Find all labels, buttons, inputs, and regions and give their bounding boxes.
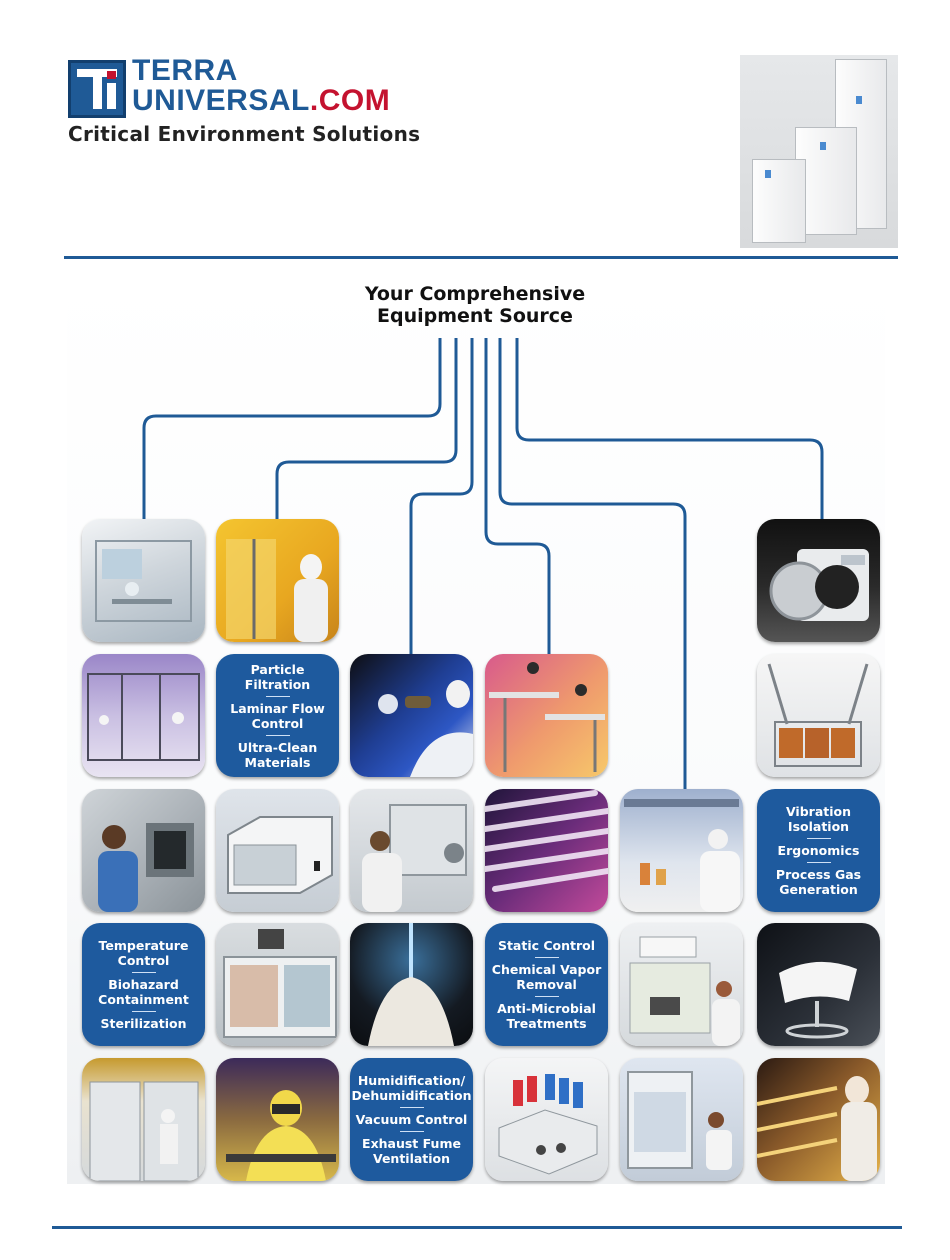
category-item: Temperature Control <box>98 938 189 968</box>
fume-hood-scientist-photo <box>620 789 743 912</box>
sterilizer-autoclave-photo <box>757 519 880 642</box>
category-item: Particle Filtration <box>244 661 311 692</box>
wire-rack-cart-photo <box>757 654 880 777</box>
vacuum-chamber-photo <box>350 923 473 1046</box>
category-separator <box>265 734 290 736</box>
desiccator-cabinet-photo <box>216 789 339 912</box>
category-item: Ergonomics <box>777 843 860 858</box>
cleanroom-door-technician-photo <box>216 519 339 642</box>
category-separator <box>265 695 290 697</box>
passthrough-technician-photo <box>82 789 205 912</box>
laminar-hood-workers-photo <box>620 1058 743 1181</box>
ti-logo-mark-icon <box>68 60 126 118</box>
cleanroom-corridor-photo <box>82 1058 205 1181</box>
category-separator <box>131 1011 156 1012</box>
connector-line <box>484 338 551 655</box>
lab-workstation-photo <box>485 654 608 777</box>
category-tile-static: Static Control Chemical Vapor Removal An… <box>485 923 608 1046</box>
category-item: Anti-Microbial Treatments <box>497 1001 596 1031</box>
glovebox-technician-photo <box>350 654 473 777</box>
category-separator <box>399 1131 424 1132</box>
category-item: Static Control <box>497 938 596 953</box>
category-item: Vacuum Control <box>355 1112 468 1127</box>
connector-line <box>515 338 824 520</box>
balance-enclosure-photo <box>620 923 743 1046</box>
page-headline: Your Comprehensive Equipment Source <box>0 283 950 327</box>
headline-line1: Your Comprehensive <box>364 283 586 305</box>
desiccator-cabinets-photo <box>740 55 898 248</box>
footer-divider <box>52 1226 902 1229</box>
incubator-cabinet-photo <box>216 923 339 1046</box>
category-separator <box>534 957 559 958</box>
category-tile-vibration: Vibration Isolation Ergonomics Process G… <box>757 789 880 912</box>
category-tile-temperature: Temperature Control Biohazard Containmen… <box>82 923 205 1046</box>
isolator-operator-photo <box>350 789 473 912</box>
category-tile-particle: Particle Filtration Laminar Flow Control… <box>216 654 339 777</box>
category-separator <box>806 862 831 863</box>
logo-tagline: Critical Environment Solutions <box>68 122 421 146</box>
technician-shelving-photo <box>757 1058 880 1181</box>
category-item: Biohazard Containment <box>98 977 189 1007</box>
category-separator <box>399 1107 424 1108</box>
category-item: Process Gas Generation <box>775 867 862 897</box>
gold-tubes-photo <box>485 789 608 912</box>
category-item: Laminar Flow Control <box>230 700 325 731</box>
orbital-shaker-photo <box>485 1058 608 1181</box>
category-item: Humidification/ Dehumidification <box>351 1073 472 1103</box>
category-separator <box>534 996 559 997</box>
category-tile-humidification: Humidification/ Dehumidification Vacuum … <box>350 1058 473 1181</box>
connector-line <box>275 338 458 520</box>
headline-line2: Equipment Source <box>377 305 573 327</box>
header-divider <box>64 256 898 259</box>
cleanroom-softwall-photo <box>82 519 205 642</box>
connector-line <box>409 338 474 655</box>
logo-name-line1: TERRA <box>132 54 238 87</box>
category-item: Sterilization <box>100 1016 187 1031</box>
technician-bench-photo <box>216 1058 339 1181</box>
logo-name-line2: UNIVERSAL.COM <box>132 84 391 117</box>
category-item: Vibration Isolation <box>785 804 852 834</box>
category-item: Ultra-Clean Materials <box>237 739 318 770</box>
category-item: Exhaust Fume Ventilation <box>362 1136 461 1166</box>
modular-cleanroom-photo <box>82 654 205 777</box>
connector-line <box>498 338 687 790</box>
cleanroom-chair-photo <box>757 923 880 1046</box>
company-logo: TERRA UNIVERSAL.COM Critical Environment… <box>68 54 438 148</box>
category-separator <box>806 838 831 839</box>
category-item: Chemical Vapor Removal <box>491 962 602 992</box>
connector-line <box>142 338 442 520</box>
category-separator <box>131 972 156 973</box>
